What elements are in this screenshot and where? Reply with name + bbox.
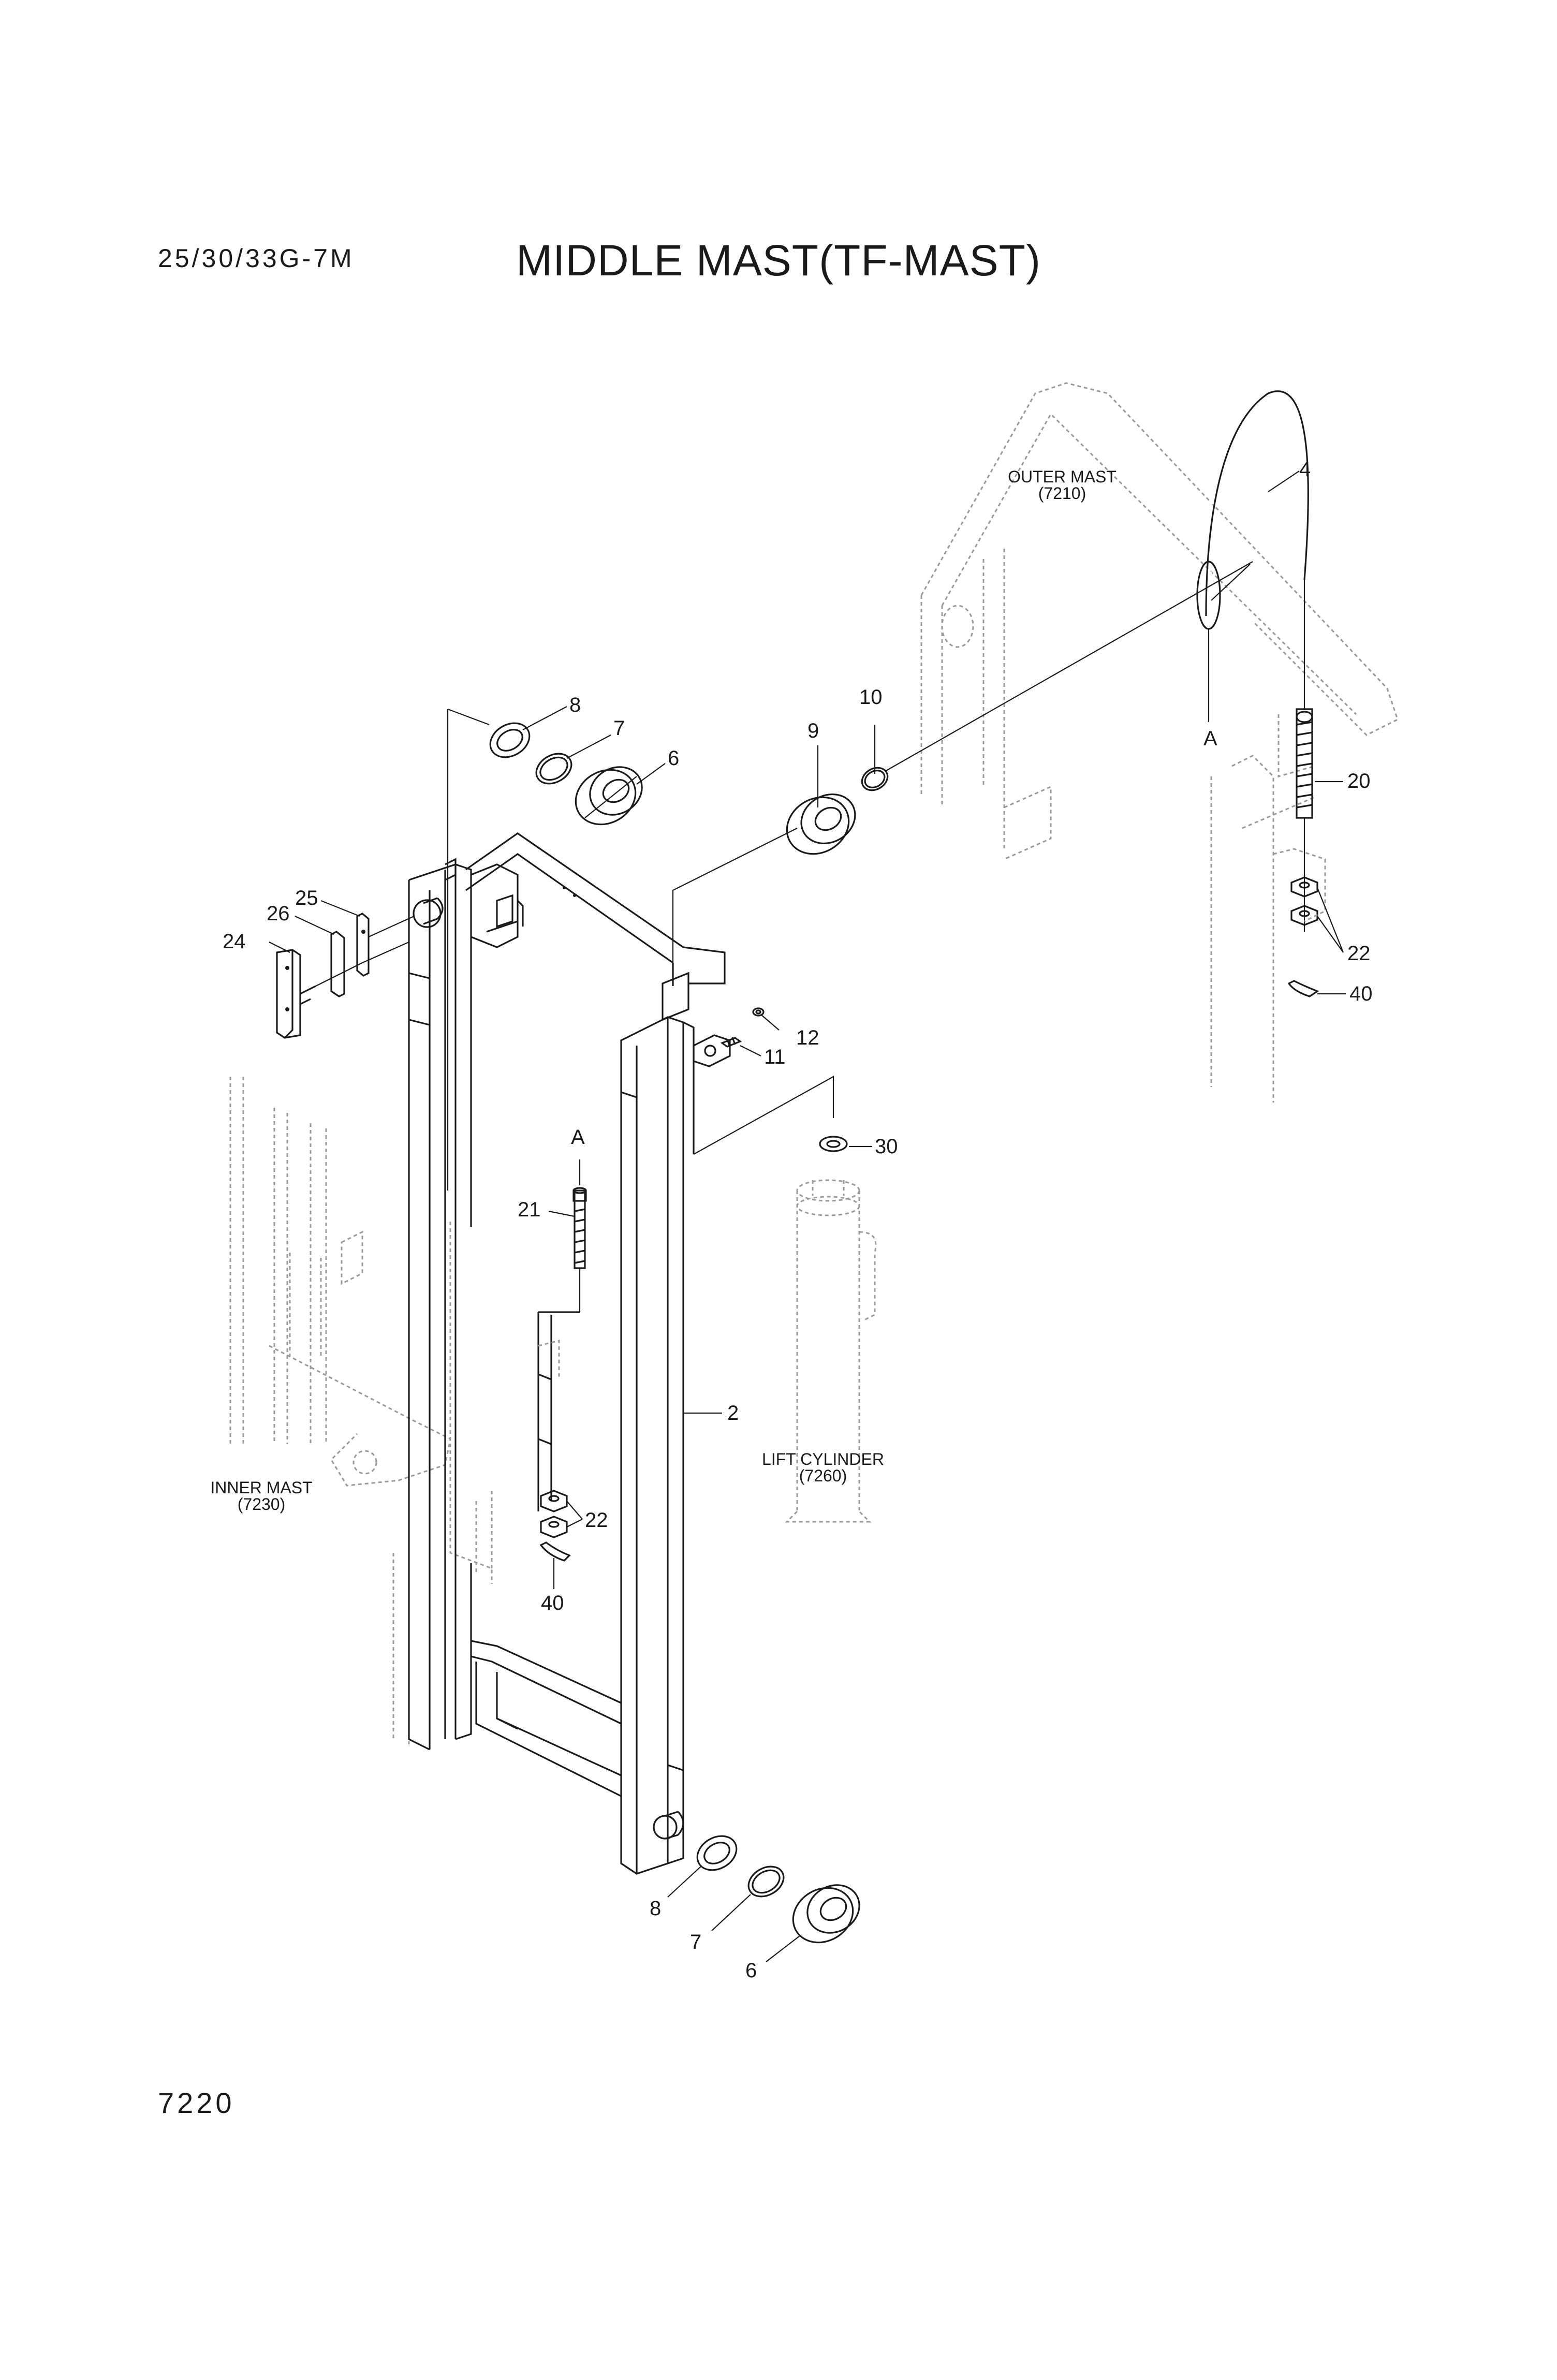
middle-mast-frame <box>408 832 731 1875</box>
callout-leaders <box>269 471 1346 1962</box>
shim-plates-24-25-26 <box>276 913 415 1039</box>
callout-22-left: 22 <box>585 1509 608 1532</box>
callout-7-bottom: 7 <box>690 1931 701 1953</box>
outer-mast-code: (7210) <box>1038 484 1086 503</box>
callout-6-top: 6 <box>668 747 679 770</box>
callout-6-bottom: 6 <box>745 1959 757 1982</box>
callout-9: 9 <box>807 719 819 742</box>
callout-20: 20 <box>1347 770 1371 792</box>
callout-8-top: 8 <box>569 694 581 716</box>
page-title: MIDDLE MAST(TF-MAST) <box>516 236 1041 285</box>
callout-30: 30 <box>875 1135 898 1158</box>
washer-30 <box>693 1076 848 1155</box>
page-number: 7220 <box>158 2087 235 2119</box>
callout-10: 10 <box>859 686 883 709</box>
callout-4: 4 <box>1299 458 1311 481</box>
callout-12: 12 <box>796 1026 819 1049</box>
roller-9-ring-10 <box>672 561 1253 963</box>
outer-mast-label: OUTER MAST <box>1008 467 1117 486</box>
callout-21: 21 <box>518 1198 541 1221</box>
callout-detail-a-chain: A <box>1203 727 1217 750</box>
left-bolt-assembly <box>539 1187 587 1562</box>
lift-cylinder-code: (7260) <box>799 1466 847 1485</box>
callout-2: 2 <box>727 1402 739 1424</box>
callout-7-top: 7 <box>613 717 625 740</box>
inner-mast-label: INNER MAST <box>210 1478 312 1497</box>
upper-roller-set <box>447 708 643 1191</box>
lift-cylinder-ghost <box>785 1179 877 1523</box>
callout-40-right: 40 <box>1349 982 1373 1005</box>
lift-chain <box>1196 386 1313 630</box>
callout-26: 26 <box>267 902 290 925</box>
callout-40-left: 40 <box>541 1592 564 1614</box>
callout-detail-a-bolt: A <box>571 1126 585 1149</box>
callout-25: 25 <box>295 887 318 909</box>
callout-22-right: 22 <box>1347 942 1371 965</box>
anchor-bolt-assembly <box>1273 580 1326 997</box>
lower-roller-set <box>696 1835 860 1944</box>
grease-nipple-11-12 <box>720 1007 765 1048</box>
callout-24: 24 <box>223 930 246 953</box>
lift-cylinder-label: LIFT CYLINDER <box>762 1450 884 1468</box>
outer-mast-ghost <box>920 382 1399 1103</box>
inner-mast-code: (7230) <box>238 1495 286 1514</box>
model-number: 25/30/33G-7M <box>158 244 355 273</box>
callout-8-bottom: 8 <box>650 1897 661 1920</box>
inner-mast-ghost <box>229 1077 493 1744</box>
callout-11: 11 <box>764 1046 786 1068</box>
